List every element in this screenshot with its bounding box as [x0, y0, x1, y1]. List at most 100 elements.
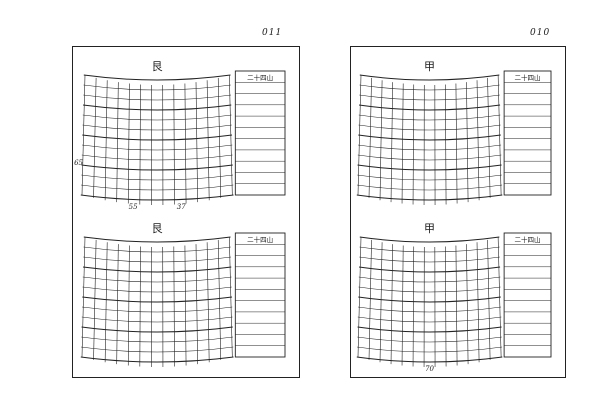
legend-column-box [503, 70, 552, 196]
grid-arc-line [82, 266, 232, 273]
grid-arc-line [81, 316, 233, 323]
grid-arc-line [359, 246, 500, 253]
grid-arc-line [82, 144, 233, 151]
scale-number: 55 [129, 203, 138, 211]
grid-radial-line [195, 82, 198, 203]
grid-radial-line [401, 83, 404, 204]
grid-radial-line [466, 244, 469, 365]
figure-title: 艮 [152, 60, 163, 73]
grid-arc-line [357, 164, 502, 171]
grid-radial-line [173, 84, 175, 205]
grid-radial-line [139, 246, 141, 367]
grid-radial-line [466, 82, 469, 203]
grid-radial-line [116, 82, 119, 203]
grid-radial-line [184, 83, 187, 204]
grid-radial-line [357, 236, 362, 358]
scale-number: 37 [177, 203, 186, 211]
grid-arc-line [359, 74, 500, 81]
grid-arc-line [83, 256, 232, 263]
grid-arc-line [359, 84, 500, 91]
grid-arc-line [83, 74, 231, 81]
grid-radial-line [412, 84, 415, 205]
grid-arc-line [357, 184, 503, 191]
grid-arc-line [82, 276, 232, 283]
grid-radial-line [412, 246, 415, 367]
grid-radial-line [104, 242, 108, 363]
grid-arc-line [82, 124, 232, 131]
legend-header: 二十四山 [515, 73, 541, 82]
grid-arc-line [82, 114, 232, 121]
legend-column-box [234, 70, 286, 196]
legend-header: 二十四山 [515, 235, 541, 244]
grid-arc-line [358, 114, 501, 121]
grid-radial-line [445, 246, 447, 367]
grid-radial-line [390, 244, 393, 365]
grid-arc-line [357, 346, 503, 353]
grid-radial-line [173, 246, 175, 367]
grid-arc-line [83, 246, 231, 253]
grid-radial-line [497, 236, 502, 358]
figure-title: 甲 [424, 60, 435, 73]
grid-arc-line [358, 296, 501, 303]
grid-arc-line [357, 326, 502, 333]
grid-arc-line [357, 154, 502, 161]
figure-title: 艮 [152, 222, 163, 235]
grid-radial-line [104, 80, 108, 201]
grid-arc-line [82, 134, 233, 141]
grid-arc-line [359, 94, 500, 101]
grid-radial-line [184, 245, 187, 366]
grid-radial-line [368, 239, 372, 360]
grid-radial-line [217, 239, 222, 360]
grid-arc-line [83, 94, 232, 101]
grid-arc-line [359, 256, 500, 263]
grid-arc-line [82, 104, 232, 111]
grid-radial-line [455, 245, 458, 366]
grid-radial-line [206, 80, 210, 201]
legend-column-box [503, 232, 552, 358]
grid-radial-line [81, 74, 86, 196]
side-scale-number: 65 [74, 159, 83, 167]
grid-radial-line [390, 82, 393, 203]
grid-arc-line [80, 194, 234, 201]
grid-arc-line [358, 306, 502, 313]
grid-arc-line [357, 316, 502, 323]
legend-header: 二十四山 [247, 73, 273, 82]
grid-arc-line [82, 306, 233, 313]
grid-radial-line [127, 245, 130, 366]
grid-radial-line [368, 77, 372, 198]
page-number-right: 010 [530, 28, 551, 38]
grid-radial-line [487, 239, 491, 360]
grid-arc-line [83, 236, 231, 243]
grid-radial-line [139, 84, 141, 205]
page-number-left: 011 [262, 28, 283, 38]
grid-radial-line [379, 80, 383, 201]
legend-column-box [234, 232, 286, 358]
grid-arc-line [81, 154, 233, 161]
grid-arc-line [81, 184, 234, 191]
grid-radial-line [127, 83, 130, 204]
grid-arc-line [358, 286, 501, 293]
grid-radial-line [116, 244, 119, 365]
grid-arc-line [82, 296, 233, 303]
grid-arc-line [81, 164, 233, 171]
grid-radial-line [229, 236, 233, 358]
grid-arc-line [82, 286, 232, 293]
grid-radial-line [93, 239, 97, 360]
grid-arc-line [81, 326, 233, 333]
grid-radial-line [476, 242, 480, 363]
grid-arc-line [356, 356, 503, 363]
grid-radial-line [357, 74, 362, 196]
grid-arc-line [358, 124, 501, 131]
grid-arc-line [81, 346, 234, 353]
grid-arc-line [358, 144, 502, 151]
legend-header: 二十四山 [247, 235, 273, 244]
grid-arc-line [358, 266, 501, 273]
grid-radial-line [217, 77, 222, 198]
grid-radial-line [229, 74, 233, 196]
grid-radial-line [206, 242, 210, 363]
grid-arc-line [358, 104, 501, 111]
